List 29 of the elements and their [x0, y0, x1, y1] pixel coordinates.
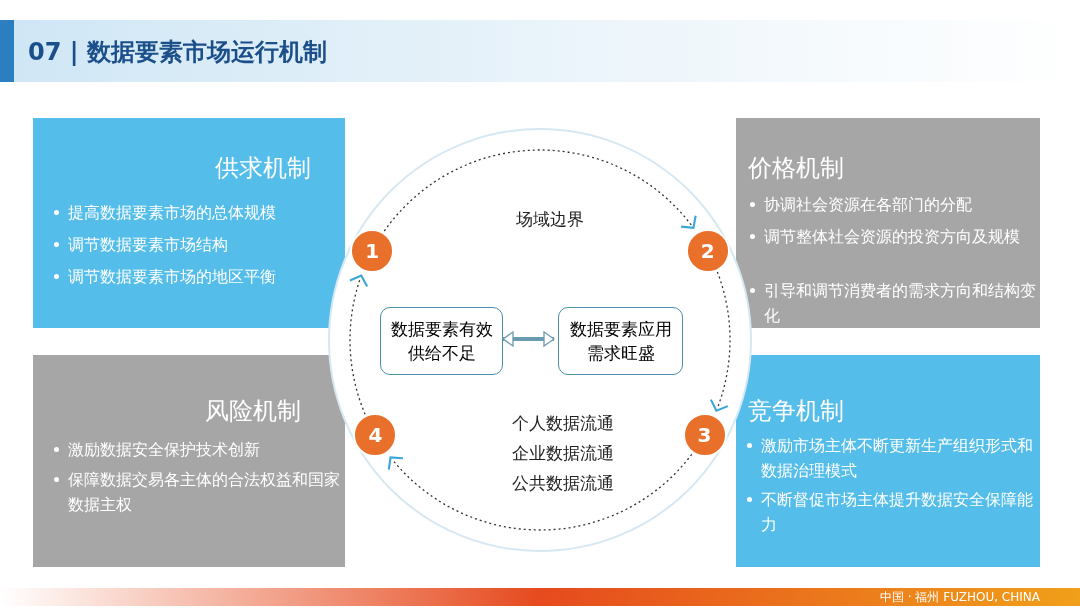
text-box: 数据要素应用需求旺盛 — [558, 307, 683, 375]
bullet-text: 调节整体社会资源的投资方向及规模 — [748, 224, 1049, 249]
panel-heading: 供求机制 — [215, 153, 311, 184]
number-badge: 3 — [682, 413, 727, 457]
panel-heading: 价格机制 — [748, 153, 844, 184]
double-arrow — [502, 331, 555, 347]
slide-title: 07 | 数据要素市场运行机制 — [28, 37, 327, 68]
quadrant-panel — [33, 355, 345, 567]
flow-label: 个人数据流通 — [512, 412, 614, 435]
panel-heading: 风险机制 — [205, 396, 301, 427]
number-badge: 4 — [353, 413, 398, 457]
quadrant-panel — [736, 355, 1040, 567]
bullet-text: 协调社会资源在各部门的分配 — [748, 192, 1049, 217]
bullet-text: 引导和调节消费者的需求方向和结构变化 — [748, 278, 1049, 328]
cycle-arrow — [349, 274, 369, 415]
cycle-arrow — [709, 271, 731, 412]
region-label: 场域边界 — [516, 208, 584, 231]
flow-label: 公共数据流通 — [512, 472, 614, 495]
cycle-arrow — [388, 453, 693, 531]
panel-heading: 竞争机制 — [748, 396, 844, 427]
number-badge: 1 — [350, 228, 395, 273]
cycle-arrow — [383, 149, 697, 232]
bullet-text: 保障数据交易各主体的合法权益和国家数据主权 — [52, 467, 340, 517]
text-box: 数据要素有效供给不足 — [380, 307, 503, 375]
flow-label: 企业数据流通 — [512, 442, 614, 465]
quadrant-panel — [33, 118, 345, 328]
quadrant-panel — [736, 118, 1040, 328]
number-badge: 2 — [685, 228, 730, 273]
footer-text: 中国 · 福州 FUZHOU, CHINA — [880, 590, 1040, 604]
